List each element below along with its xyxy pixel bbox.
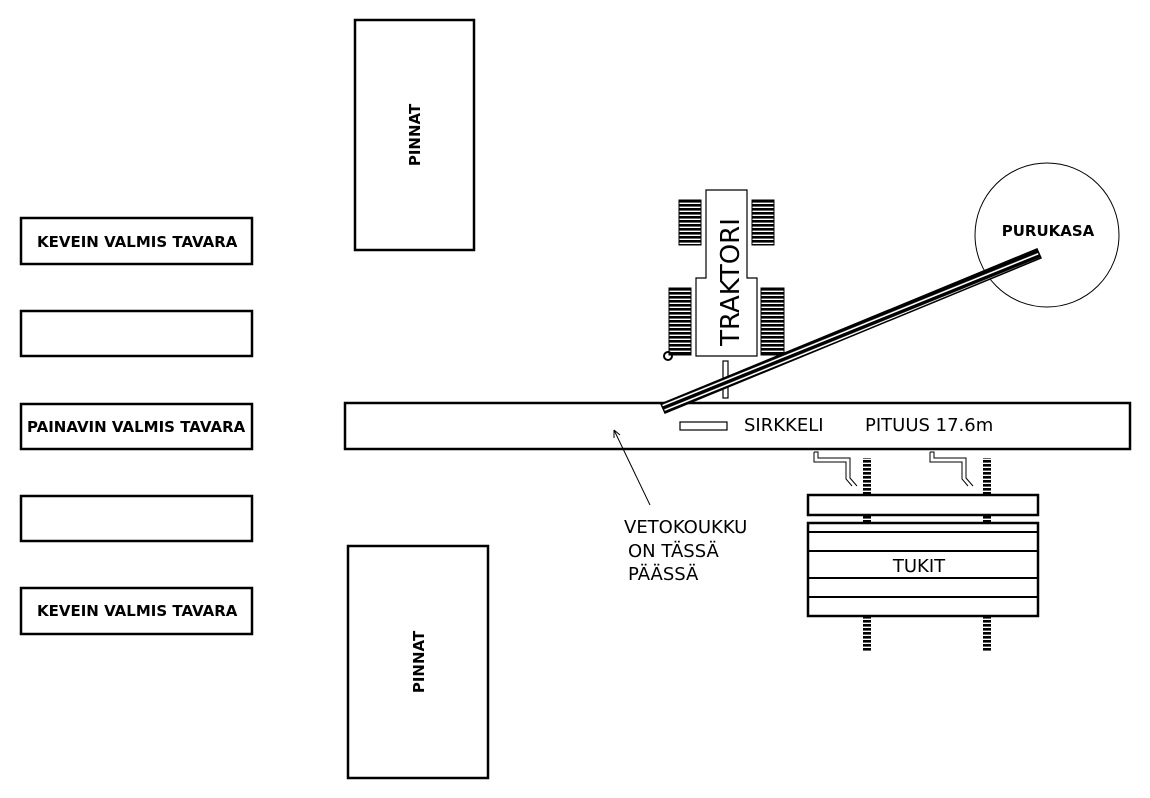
tractor-marker-icon	[663, 351, 673, 361]
storage-kevein-bottom: KEVEIN VALMIS TAVARA	[19, 586, 254, 636]
tractor-rear-left-tire	[668, 287, 692, 356]
sirkkeli-label: SIRKKELI	[744, 415, 824, 436]
arrow-head-icon	[613, 429, 621, 438]
purukasa-label: PURUKASA	[1002, 222, 1095, 240]
storage-painavin: PAINAVIN VALMIS TAVARA	[19, 402, 254, 451]
tukit-log-stack: TUKIT	[806, 451, 1040, 652]
tractor: TRAKTORI	[663, 189, 785, 399]
log-hook-left	[813, 451, 858, 487]
storage-kevein-top: KEVEIN VALMIS TAVARA	[19, 216, 254, 266]
purukasa-pile: PURUKASA	[974, 162, 1120, 308]
pinnat-top-area: PINNAT	[353, 18, 476, 252]
traktori-label: TRAKTORI	[716, 218, 746, 347]
pinnat-bottom-area: PINNAT	[346, 544, 490, 780]
vetokoukku-line1: VETOKOUKKU	[624, 517, 747, 538]
vetokoukku-annotation: VETOKOUKKU ON TÄSSÄ PÄÄSSÄ	[613, 429, 747, 585]
sirkkeli-beam: SIRKKELI PITUUS 17.6m	[343, 401, 1132, 451]
tractor-front-left-tire	[678, 199, 702, 246]
vetokoukku-line2: ON TÄSSÄ	[628, 541, 719, 562]
sawdust-conveyor	[660, 248, 1042, 414]
storage-empty-2	[19, 494, 254, 543]
tukit-label: TUKIT	[892, 556, 946, 577]
log-hook-right	[929, 451, 974, 487]
pinnat-top-label: PINNAT	[406, 103, 424, 166]
kevein-bottom-label: KEVEIN VALMIS TAVARA	[37, 602, 238, 620]
storage-empty-1	[19, 309, 254, 358]
leader-arrow	[613, 429, 651, 506]
log-top-plank	[806, 493, 1040, 517]
kevein-top-label: KEVEIN VALMIS TAVARA	[37, 233, 238, 251]
pinnat-bottom-label: PINNAT	[410, 630, 428, 693]
tractor-rear-right-tire	[760, 287, 785, 356]
vetokoukku-line3: PÄÄSSÄ	[628, 564, 699, 585]
pituus-label: PITUUS 17.6m	[865, 415, 993, 436]
tractor-front-right-tire	[751, 199, 775, 246]
painavin-label: PAINAVIN VALMIS TAVARA	[27, 418, 246, 436]
tractor-body	[695, 189, 758, 357]
saw-blade	[679, 421, 728, 431]
